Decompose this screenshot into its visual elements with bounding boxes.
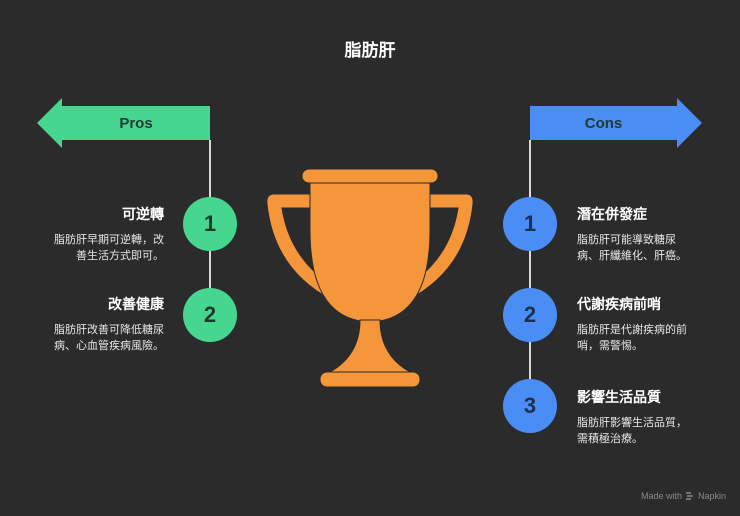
- cons-item-3: 影響生活品質 脂肪肝影響生活品質， 需積極治療。: [577, 389, 727, 447]
- cons-item-1: 潛在併發症 脂肪肝可能導致糖尿 病、肝纖維化、肝癌。: [577, 206, 727, 264]
- footer-branding: Made with Napkin: [641, 491, 726, 501]
- pros-item-1-desc: 脂肪肝早期可逆轉，改 善生活方式即可。: [54, 233, 164, 262]
- cons-item-1-title: 潛在併發症: [577, 207, 647, 223]
- cons-item-2-title: 代謝疾病前哨: [577, 297, 661, 313]
- cons-arrow: Cons: [529, 98, 703, 148]
- pros-item-1: 可逆轉 脂肪肝早期可逆轉，改 善生活方式即可。: [14, 206, 164, 264]
- cons-item-1-number: 1: [503, 197, 557, 251]
- cons-item-2-number: 2: [503, 288, 557, 342]
- trophy-icon: [260, 160, 480, 394]
- left-arrow-icon: [37, 98, 210, 148]
- pros-item-1-number: 1: [183, 197, 237, 251]
- right-arrow-icon: [530, 98, 702, 148]
- pros-label: Pros: [119, 114, 153, 132]
- pros-item-2-desc: 脂肪肝改善可降低糖尿 病、心血管疾病風險。: [54, 323, 164, 352]
- diagram-title: 脂肪肝: [344, 41, 396, 61]
- napkin-logo-icon: [685, 492, 693, 500]
- brand-name: Napkin: [697, 491, 726, 501]
- cons-item-3-desc: 脂肪肝影響生活品質， 需積極治療。: [577, 416, 687, 445]
- pros-item-1-title: 可逆轉: [122, 207, 164, 223]
- pros-item-2-title: 改善健康: [108, 297, 164, 313]
- cons-item-1-desc: 脂肪肝可能導致糖尿 病、肝纖維化、肝癌。: [577, 233, 687, 262]
- pros-item-2: 改善健康 脂肪肝改善可降低糖尿 病、心血管疾病風險。: [14, 296, 164, 354]
- cons-item-3-title: 影響生活品質: [577, 390, 661, 406]
- cons-item-3-number: 3: [503, 379, 557, 433]
- pros-item-2-number: 2: [183, 288, 237, 342]
- made-with-text: Made with: [640, 491, 682, 501]
- pros-arrow: Pros: [37, 98, 211, 148]
- cons-label: Cons: [584, 114, 623, 132]
- cons-item-2: 代謝疾病前哨 脂肪肝是代謝疾病的前 哨，需警惕。: [577, 296, 727, 354]
- cons-item-2-desc: 脂肪肝是代謝疾病的前 哨，需警惕。: [577, 323, 687, 352]
- cons-connector-line: [529, 140, 531, 405]
